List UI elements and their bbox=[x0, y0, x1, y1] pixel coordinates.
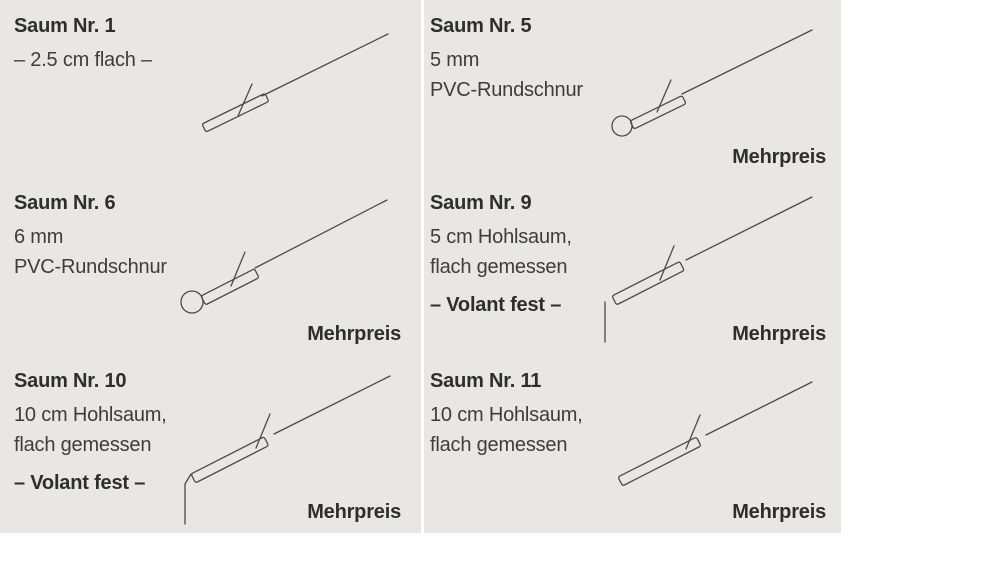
saum-6-section: Saum Nr. 6 6 mm PVC-Rundschnur Mehrpreis bbox=[0, 190, 421, 358]
saum-10-spec-line1: 10 cm Hohlsaum, bbox=[14, 404, 167, 426]
saum-11-spec-line2: flach gemessen bbox=[430, 434, 568, 456]
saum-10-section: Saum Nr. 10 10 cm Hohlsaum, flach gemess… bbox=[0, 368, 421, 536]
cord-hem-drawing-saum-6 bbox=[180, 199, 388, 314]
saum-5-surcharge-label: Mehrpreis bbox=[732, 146, 826, 168]
saum-10-volant-note: – Volant fest – bbox=[14, 472, 146, 494]
saum-1-title: Saum Nr. 1 bbox=[14, 15, 116, 37]
saum-9-spec-line2: flach gemessen bbox=[430, 256, 568, 278]
hollow-hem-drawing-saum-9 bbox=[604, 196, 813, 343]
saum-5-section: Saum Nr. 5 5 mm PVC-Rundschnur Mehrpreis bbox=[424, 13, 841, 181]
saum-1-spec: – 2.5 cm flach – bbox=[14, 49, 152, 71]
saum-9-section: Saum Nr. 9 5 cm Hohlsaum, flach gemessen… bbox=[424, 190, 841, 358]
saum-9-surcharge-label: Mehrpreis bbox=[732, 323, 826, 345]
saum-11-section: Saum Nr. 11 10 cm Hohlsaum, flach gemess… bbox=[424, 368, 841, 536]
saum-6-surcharge-label: Mehrpreis bbox=[307, 323, 401, 345]
left-column-background bbox=[0, 0, 421, 533]
saum-5-spec-line1: 5 mm bbox=[430, 49, 480, 71]
saum-10-spec-line2: flach gemessen bbox=[14, 434, 152, 456]
saum-10-surcharge-label: Mehrpreis bbox=[307, 501, 401, 523]
hollow-hem-drawing-saum-11 bbox=[618, 381, 813, 486]
saum-5-title: Saum Nr. 5 bbox=[430, 15, 532, 37]
saum-10-title: Saum Nr. 10 bbox=[14, 370, 127, 392]
saum-9-spec-line1: 5 cm Hohlsaum, bbox=[430, 226, 572, 248]
saum-6-spec-line1: 6 mm bbox=[14, 226, 64, 248]
saum-11-title: Saum Nr. 11 bbox=[430, 370, 542, 392]
saum-9-volant-note: – Volant fest – bbox=[430, 294, 562, 316]
flat-hem-drawing-saum-1 bbox=[202, 33, 389, 133]
saum-1-section: Saum Nr. 1 – 2.5 cm flach – bbox=[0, 13, 421, 181]
saum-9-title: Saum Nr. 9 bbox=[430, 192, 532, 214]
hollow-hem-volant-drawing-saum-10 bbox=[184, 375, 391, 525]
saum-6-title: Saum Nr. 6 bbox=[14, 192, 116, 214]
saum-5-spec-line2: PVC-Rundschnur bbox=[430, 79, 583, 101]
saum-6-spec-line2: PVC-Rundschnur bbox=[14, 256, 167, 278]
right-column-background bbox=[424, 0, 841, 533]
saum-11-spec-line1: 10 cm Hohlsaum, bbox=[430, 404, 583, 426]
cord-hem-drawing-saum-5 bbox=[611, 29, 813, 137]
saum-11-surcharge-label: Mehrpreis bbox=[732, 501, 826, 523]
